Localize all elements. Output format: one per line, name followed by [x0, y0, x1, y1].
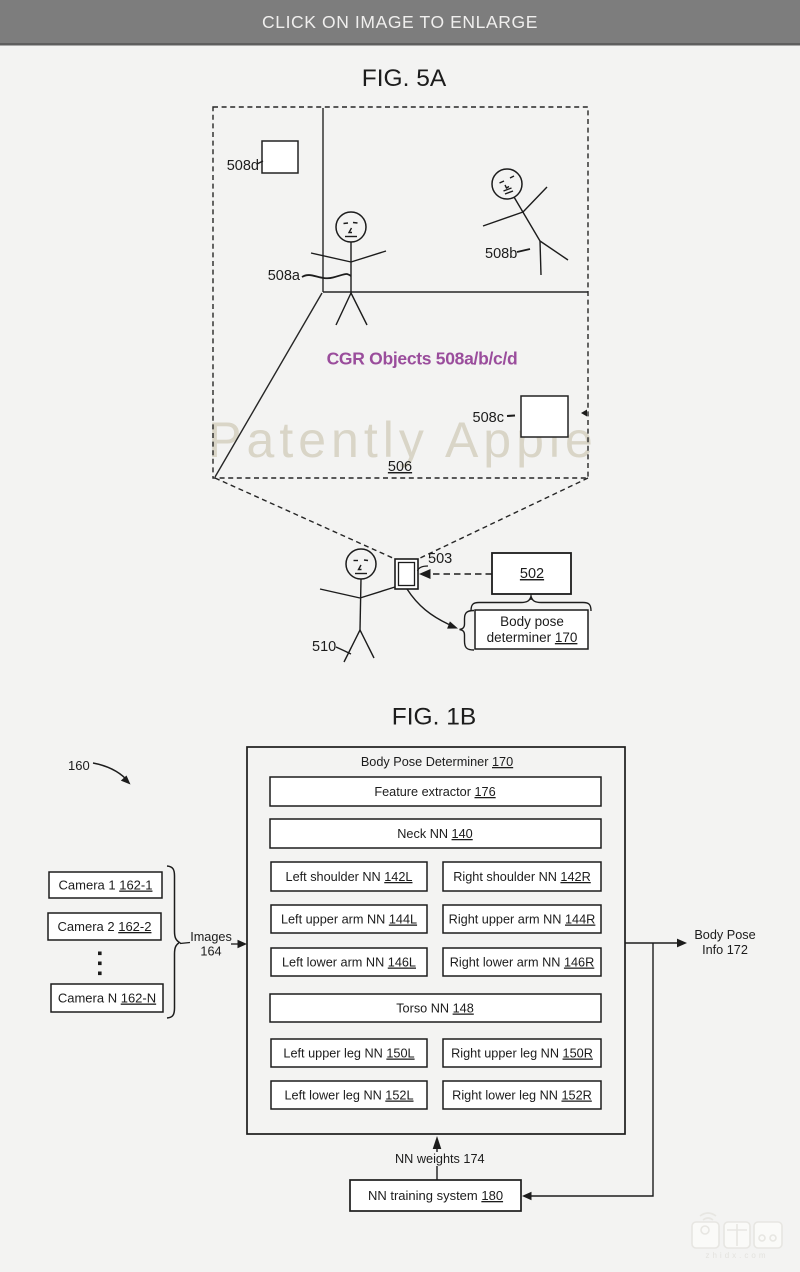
- svg-text:Left lower leg NN 152L: Left lower leg NN 152L: [284, 1089, 413, 1103]
- svg-text:FIG. 5A: FIG. 5A: [362, 65, 447, 92]
- svg-text:Right upper arm NN 144R: Right upper arm NN 144R: [449, 913, 596, 927]
- svg-text:Body Pose: Body Pose: [694, 928, 755, 942]
- svg-text:Torso NN 148: Torso NN 148: [396, 1002, 474, 1016]
- svg-text:508a: 508a: [268, 268, 301, 284]
- svg-text:Neck NN 140: Neck NN 140: [397, 827, 472, 841]
- svg-text:Images: Images: [190, 930, 232, 944]
- svg-text:Camera 2 162-2: Camera 2 162-2: [58, 919, 152, 934]
- svg-text:NN weights 174: NN weights 174: [395, 1152, 485, 1166]
- svg-text:CLICK ON IMAGE TO ENLARGE: CLICK ON IMAGE TO ENLARGE: [262, 12, 538, 32]
- svg-text:Left shoulder NN 142L: Left shoulder NN 142L: [286, 870, 413, 884]
- svg-text:NN training system 180: NN training system 180: [368, 1188, 503, 1203]
- svg-text:Right upper leg NN 150R: Right upper leg NN 150R: [451, 1047, 593, 1061]
- svg-text:Body pose: Body pose: [500, 614, 564, 629]
- svg-text:160: 160: [68, 758, 90, 773]
- svg-text:CGR Objects 508a/b/c/d: CGR Objects 508a/b/c/d: [327, 349, 518, 369]
- svg-text:determiner 170: determiner 170: [487, 630, 578, 645]
- svg-text:510: 510: [312, 639, 336, 655]
- svg-text:FIG. 1B: FIG. 1B: [392, 704, 476, 731]
- svg-text:Camera 1 162-1: Camera 1 162-1: [59, 878, 153, 893]
- svg-text:Right shoulder NN 142R: Right shoulder NN 142R: [453, 870, 591, 884]
- svg-text:164: 164: [200, 945, 221, 959]
- svg-text:Body Pose Determiner 170: Body Pose Determiner 170: [361, 755, 513, 769]
- svg-text:Right lower leg NN 152R: Right lower leg NN 152R: [452, 1089, 592, 1103]
- svg-text:Feature extractor 176: Feature extractor 176: [374, 785, 495, 799]
- svg-text:Right lower arm NN 146R: Right lower arm NN 146R: [450, 956, 595, 970]
- svg-text:zhidx.com: zhidx.com: [705, 1251, 768, 1260]
- svg-text:Left upper arm NN 144L: Left upper arm NN 144L: [281, 913, 417, 927]
- svg-text:Info 172: Info 172: [702, 943, 748, 957]
- svg-text:503: 503: [428, 551, 452, 567]
- svg-text:Left upper leg NN 150L: Left upper leg NN 150L: [283, 1047, 414, 1061]
- svg-text:508d: 508d: [227, 158, 259, 174]
- svg-text:508c: 508c: [473, 410, 504, 426]
- svg-text:502: 502: [520, 566, 544, 582]
- svg-text:506: 506: [388, 459, 412, 475]
- svg-text:Left lower arm NN 146L: Left lower arm NN 146L: [282, 956, 416, 970]
- svg-text:Camera N 162-N: Camera N 162-N: [58, 991, 156, 1006]
- svg-text:508b: 508b: [485, 246, 517, 262]
